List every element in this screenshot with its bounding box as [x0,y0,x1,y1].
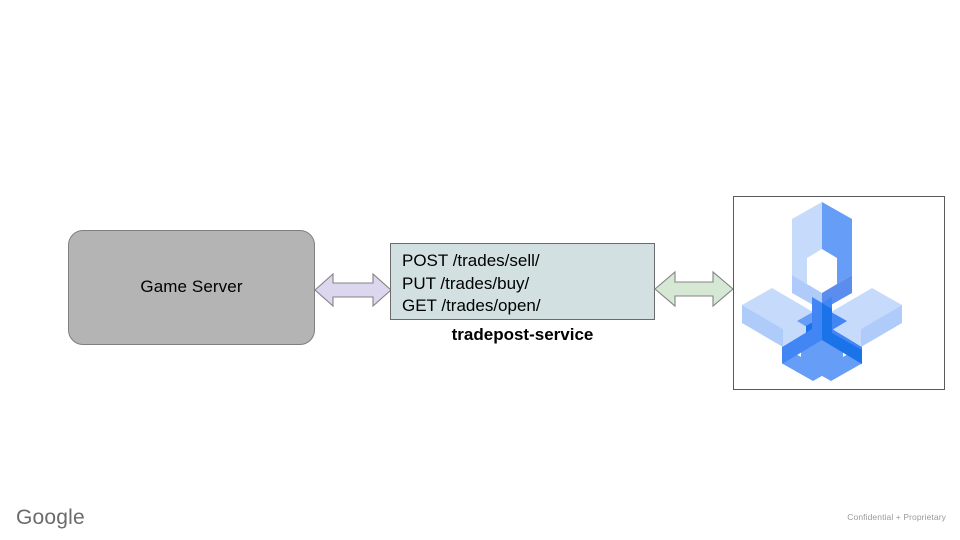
endpoint-line-get: GET /trades/open/ [402,296,541,315]
agones-logo-frame [733,196,945,390]
agones-top-wrench-head-right [822,202,852,284]
endpoint-line-post: POST /trades/sell/ [402,251,540,270]
google-wordmark: Google [16,506,85,529]
agones-right-wrench-head-front [861,305,902,347]
tradepost-service-endpoints-box[interactable]: POST /trades/sell/ PUT /trades/buy/ GET … [390,243,655,320]
tradepost-service-caption: tradepost-service [451,325,594,344]
game-server-node[interactable]: Game Server [68,230,315,345]
agones-left-wrench-head-top [742,288,813,346]
agones-logo-icon [742,202,902,381]
agones-right-wrench-head-top [831,288,902,346]
double-headed-arrow-shape [654,270,734,308]
endpoint-line-put: PUT /trades/buy/ [402,273,530,293]
arrow-tradepost-service-to-agones [654,270,734,308]
game-server-label: Game Server [140,277,243,297]
agones-right-wrench-jaw [831,340,861,381]
confidential-proprietary-note: Confidential + Proprietary [847,512,946,522]
agones-center-junction-shade [822,303,862,364]
agones-top-wrench-head-left [792,202,822,284]
agones-left-wrench-head-front [742,305,783,347]
double-headed-arrow-shape [314,272,392,308]
arrow-game-server-to-tradepost-service [314,272,392,308]
